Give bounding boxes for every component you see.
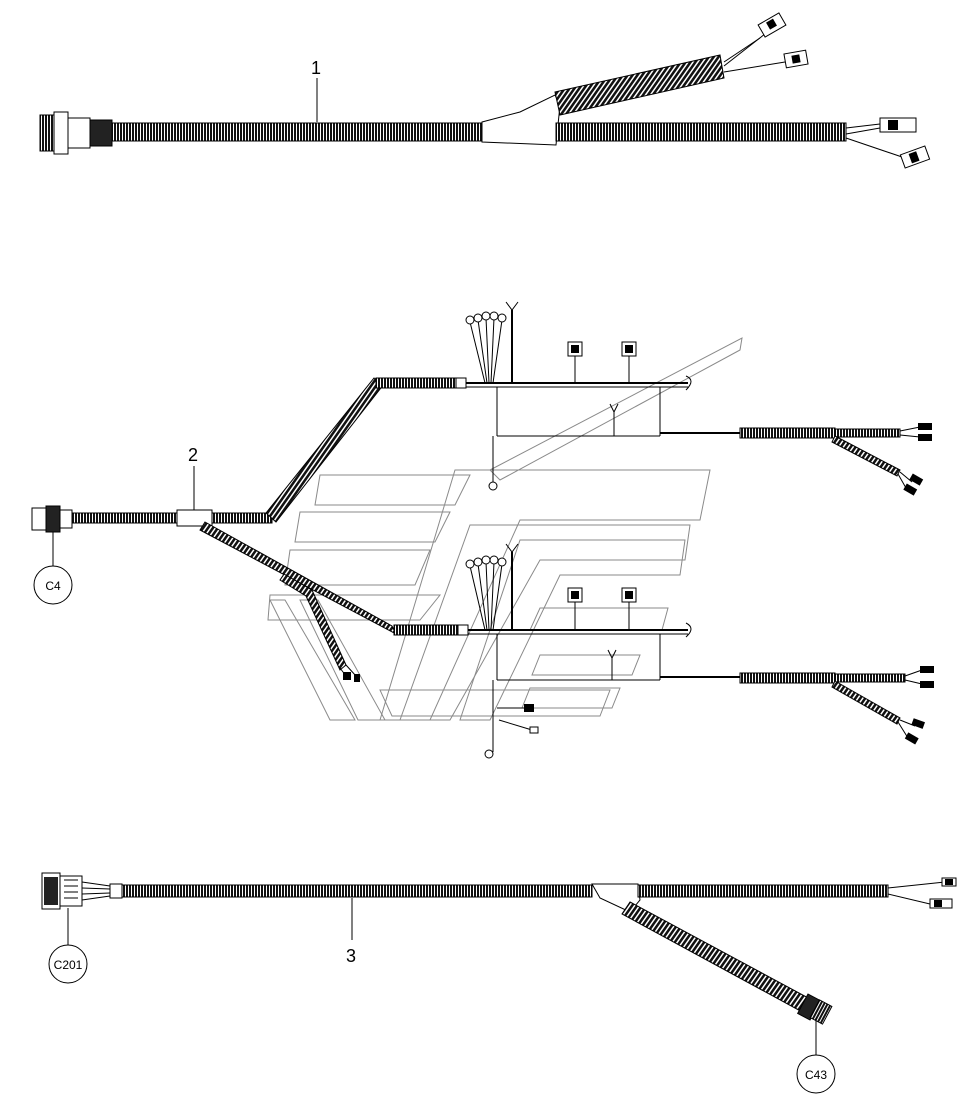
conduit [121, 884, 593, 898]
callout-1: 1 [311, 58, 321, 78]
terminal-connector [899, 145, 931, 169]
terminal-connector [918, 423, 932, 430]
branch-conduit [831, 680, 901, 725]
connector-bubble-c4 [33, 565, 73, 605]
branch-conduit [279, 573, 347, 671]
terminal-connector [920, 666, 934, 673]
connector-label-c201: C201 [54, 958, 83, 972]
connector-label-c4: C4 [45, 579, 61, 593]
terminal-connector [904, 732, 919, 745]
terminal-connector [903, 483, 918, 496]
branch-conduit [265, 377, 385, 523]
terminal-connector [529, 726, 539, 734]
callout-3: 3 [346, 946, 356, 966]
connector-label-c43: C43 [805, 1068, 827, 1082]
conduit [637, 884, 889, 898]
junction [481, 94, 561, 146]
ghost-outline [267, 337, 743, 721]
terminal-connector [354, 674, 360, 682]
terminal-connector [879, 117, 917, 133]
conduit [834, 673, 906, 683]
multi-pin-connector [41, 872, 123, 910]
upper-branch [455, 301, 932, 496]
terminal-connector [918, 434, 932, 441]
conduit [375, 377, 457, 389]
conduit [71, 512, 178, 524]
branch-conduit [831, 435, 901, 477]
conduit [111, 122, 483, 142]
ring-terminal-group [465, 555, 507, 631]
conduit [739, 672, 836, 684]
harness-3: 3 C201 C43 [41, 872, 957, 1094]
terminal-connector [757, 12, 787, 38]
conduit [834, 428, 901, 438]
callout-2: 2 [188, 445, 198, 465]
branch-conduit [621, 901, 813, 1015]
conduit [393, 624, 459, 636]
terminal-connector [909, 473, 924, 486]
branch-conduit [199, 521, 398, 636]
branch-conduit [554, 54, 725, 116]
harness-1: 1 [39, 12, 931, 169]
round-connector [39, 111, 113, 155]
terminal-connector [343, 672, 351, 680]
ring-terminal-group [465, 311, 507, 384]
harness-2: 2 C4 [31, 301, 934, 759]
round-connector [31, 505, 73, 533]
conduit [739, 427, 836, 439]
terminal-connector [911, 718, 926, 729]
connector-bubble-c201 [48, 944, 88, 984]
terminal-connector [920, 681, 934, 688]
terminal-connector [524, 704, 534, 712]
conduit [211, 512, 273, 524]
conduit [555, 122, 847, 142]
lower-branch [457, 543, 934, 759]
connector-bubble-c43 [796, 1054, 836, 1094]
terminal-connector [783, 49, 809, 69]
